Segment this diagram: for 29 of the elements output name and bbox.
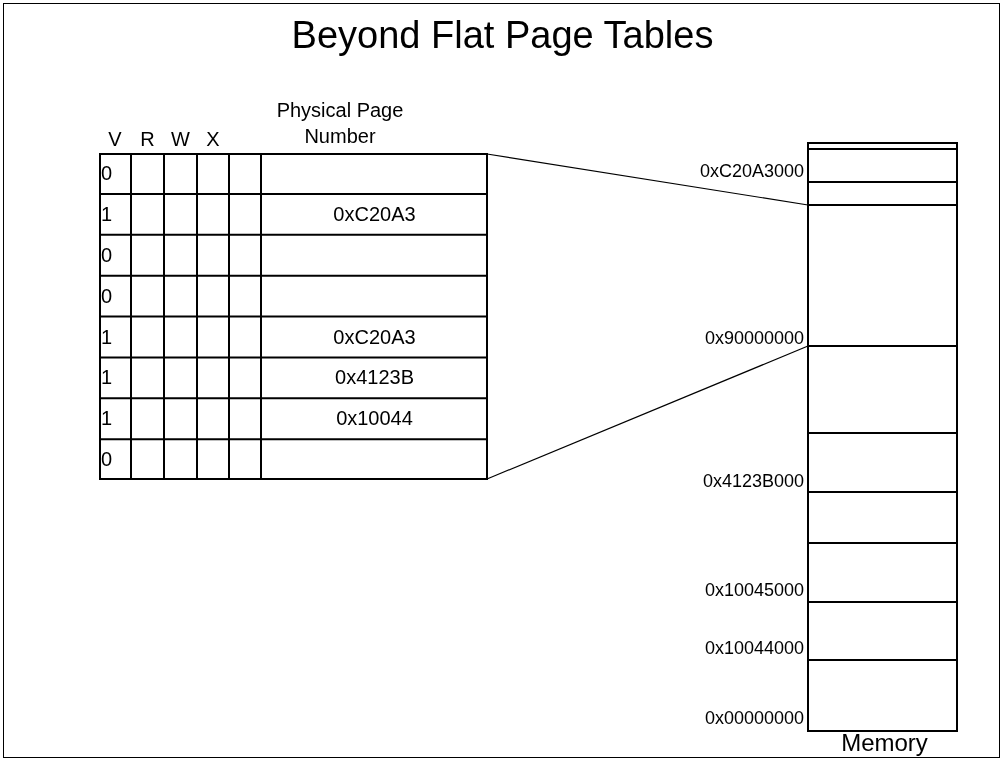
address-label: 0x00000000 (703, 707, 804, 730)
table-value: 0 (101, 447, 113, 472)
memory-region (807, 204, 958, 347)
address-label: 0x90000000 (703, 327, 804, 350)
connector-line (486, 153, 809, 206)
table-value: 0xC20A3 (332, 201, 417, 226)
table-value: 0xC20A3 (332, 324, 417, 349)
column-header: V (107, 127, 123, 151)
column-header: W (170, 127, 191, 151)
table-value: 0 (101, 242, 113, 267)
table-value: 0 (101, 283, 113, 308)
title: Beyond Flat Page Tables (290, 13, 715, 58)
table-value: 0x4123B (334, 365, 415, 390)
memory-label: Memory (840, 730, 929, 756)
table-value: 0 (101, 161, 113, 185)
address-label: 0xC20A3000 (698, 160, 804, 183)
table-value: 1 (101, 324, 113, 349)
address-label: 0x10044000 (703, 637, 804, 660)
column-header: X (205, 127, 221, 151)
connector-line (486, 345, 809, 480)
table-value: 1 (101, 201, 113, 226)
address-label: 0x10045000 (703, 579, 804, 602)
table-value: 0x10044 (335, 406, 414, 431)
column-header: Physical Page Number (275, 98, 405, 149)
address-label: 0x4123B000 (701, 470, 804, 493)
column-header: R (139, 127, 156, 151)
table-value: 1 (101, 365, 113, 390)
page-table (99, 153, 488, 480)
table-value: 1 (101, 406, 113, 431)
